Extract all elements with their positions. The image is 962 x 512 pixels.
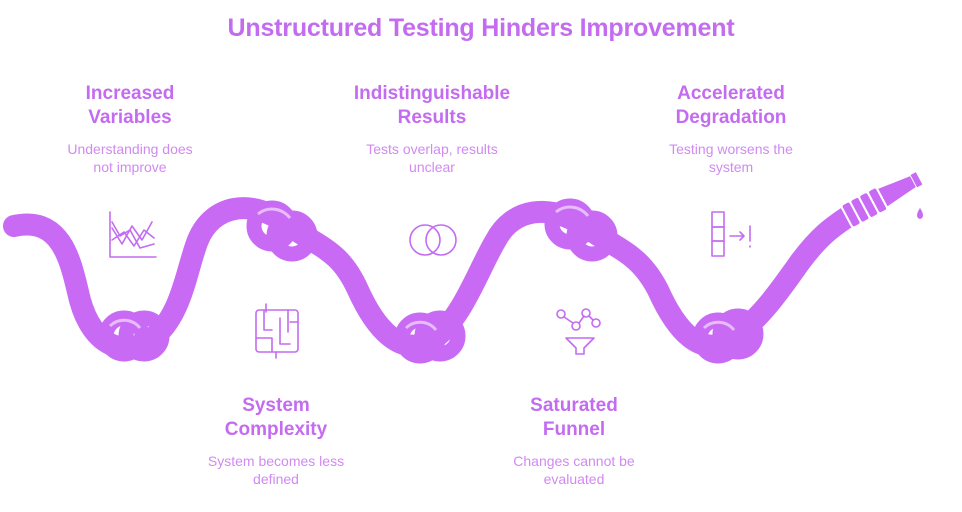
step-accelerated-degradation: Accelerated Degradation Testing worsens … xyxy=(631,82,831,176)
water-drop-icon xyxy=(917,208,923,219)
knot-5 xyxy=(692,308,764,364)
diagram-title: Unstructured Testing Hinders Improvement xyxy=(227,14,735,42)
step-description: Tests overlap, results unclear xyxy=(366,141,498,175)
step-title: Increased Variables xyxy=(85,83,175,128)
hose-nozzle xyxy=(840,172,923,229)
line-chart-icon xyxy=(109,211,157,258)
step-description: Testing worsens the system xyxy=(669,141,793,175)
step-title: Indistinguishable Results xyxy=(353,83,511,128)
overlapping-circles-icon xyxy=(409,224,457,256)
maze-icon xyxy=(255,303,299,359)
knot-2 xyxy=(246,200,318,262)
degradation-alert-icon xyxy=(711,211,751,257)
knot-1 xyxy=(98,310,170,362)
step-title: System Complexity xyxy=(224,395,328,440)
step-saturated-funnel: Saturated Funnel Changes cannot be evalu… xyxy=(474,394,674,488)
step-description: Changes cannot be evaluated xyxy=(513,453,635,487)
step-indistinguishable-results: Indistinguishable Results Tests overlap,… xyxy=(332,82,532,176)
step-description: System becomes less defined xyxy=(207,453,345,487)
step-title: Saturated Funnel xyxy=(530,395,618,440)
step-title: Accelerated Degradation xyxy=(675,83,787,128)
knot-4 xyxy=(544,198,618,262)
step-increased-variables: Increased Variables Understanding does n… xyxy=(30,82,230,176)
step-description: Understanding does not improve xyxy=(67,141,193,175)
funnel-icon xyxy=(556,308,601,355)
knot-3 xyxy=(394,310,466,364)
step-system-complexity: System Complexity System becomes less de… xyxy=(176,394,376,488)
